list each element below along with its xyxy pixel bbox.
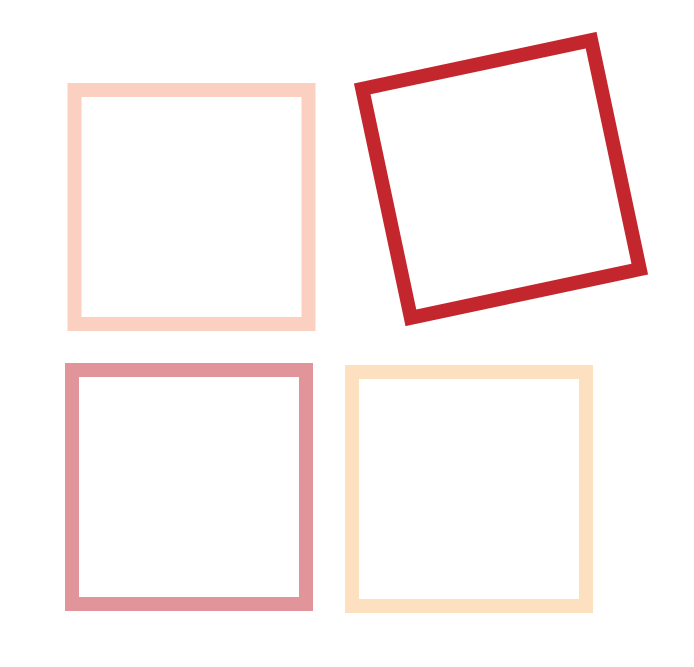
square-peach-outline — [67, 83, 316, 331]
square-rose-outline — [65, 363, 313, 611]
square-red-outline-tilted — [353, 31, 649, 327]
square-cream-outline — [345, 365, 593, 613]
